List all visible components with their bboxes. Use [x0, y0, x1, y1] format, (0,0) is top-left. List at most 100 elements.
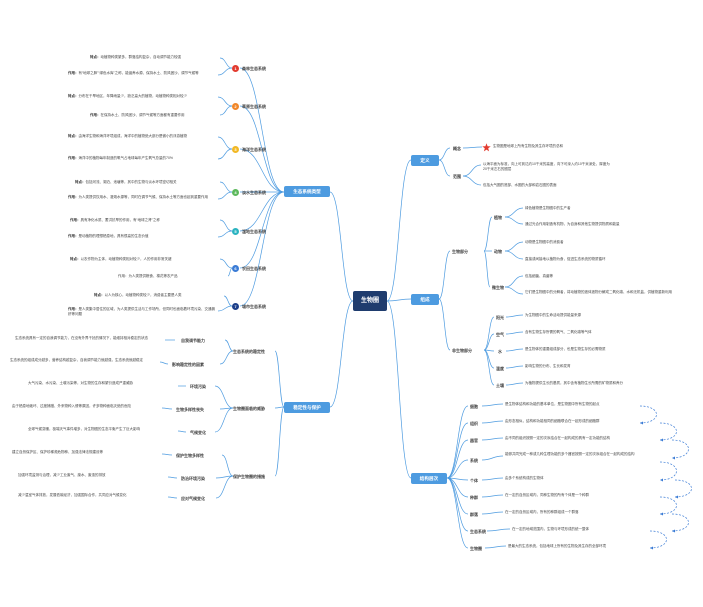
threats-title[interactable]: 生物圈面临的威胁: [233, 406, 265, 411]
abiotic-part-label[interactable]: 非生物部分: [452, 348, 472, 353]
connector-line: [217, 230, 233, 238]
hierarchy-arrow: [649, 530, 667, 549]
animals-label[interactable]: 动物: [494, 249, 502, 254]
branch-stability-protection[interactable]: 稳定性与保护: [284, 402, 330, 413]
level-organ-label[interactable]: 器官: [470, 438, 478, 443]
biodiversity-loss-label[interactable]: 生物多样性丧失: [176, 407, 204, 412]
feature-text: 特点：以农作物为主体，动植物种类相对较少，人的作用非常关键: [70, 257, 172, 261]
abiotic-text: 为植物提供生长的基质，其中含有植物生长所需的矿物质和养分: [525, 381, 623, 385]
level-organ-text: 由不同的组织按照一定的次序结合在一起构成的具有一定功能的结构: [505, 436, 610, 440]
level-biosphere-label[interactable]: 生物圈: [470, 546, 482, 551]
measures-title[interactable]: 保护生物圈的措施: [233, 474, 265, 479]
animals-item: 直接或间接地以植物为食，促进生态系统的物质循环: [525, 257, 606, 261]
branch-composition[interactable]: 组成: [411, 294, 439, 305]
abiotic-text: 是生物体的重要组成部分，也是生物生存的必需物质: [525, 347, 606, 351]
level-cell-label[interactable]: 细胞: [470, 404, 478, 409]
connector-line: [214, 385, 234, 409]
connector-line: [219, 105, 233, 116]
level-individual-label[interactable]: 个体: [470, 478, 478, 483]
microbes-label[interactable]: 微生物: [492, 285, 504, 290]
range-item: 以海平面为标准，向上可到达约10千米的高度，向下可深入约10千米深处，厚度为20…: [483, 162, 610, 171]
concept-label[interactable]: 概念: [453, 146, 461, 151]
abiotic-label[interactable]: 空气: [496, 332, 504, 337]
connector-line: [462, 164, 482, 177]
feature-text: 作用：具有净化水质、蓄洪抗旱的作用，有“地球之肾”之称: [70, 218, 160, 222]
connector-line: [481, 420, 504, 424]
connector-line: [481, 455, 504, 461]
abiotic-label[interactable]: 温度: [496, 366, 504, 371]
stability-title[interactable]: 生态系统的稳定性: [233, 349, 265, 354]
plants-label[interactable]: 植物: [494, 215, 502, 220]
connector-line: [462, 175, 482, 186]
number-badge: 3: [232, 146, 239, 153]
level-ecosystem-label[interactable]: 生态系统: [470, 529, 486, 534]
connector-line: [483, 333, 495, 351]
animals-item: 动物是生物圈中的消费者: [525, 240, 564, 244]
ecosystem-name[interactable]: 森林生态系统: [242, 66, 266, 71]
central-topic[interactable]: 生物圈: [353, 291, 387, 311]
number-badge: 1: [232, 65, 239, 72]
connector-line: [217, 67, 233, 76]
connector-line: [481, 477, 504, 481]
branch-definition[interactable]: 定义: [411, 155, 439, 166]
role-text: 作用：海洋中的植物每年制造的氧气占地球每年产生氧气总量的70%: [68, 156, 174, 160]
connector-line: [224, 339, 234, 352]
connector-line: [504, 216, 524, 225]
arrow-head: [675, 495, 678, 499]
connector-line: [274, 350, 285, 408]
protect-biodiversity-label[interactable]: 保护生物多样性: [176, 453, 204, 458]
pollution-control-label[interactable]: 防治环境污染: [181, 476, 205, 481]
connector-line: [217, 136, 233, 150]
connector-line: [274, 406, 285, 409]
climate-change-label[interactable]: 气候变化: [190, 430, 206, 435]
abiotic-label[interactable]: 阳光: [496, 315, 504, 320]
arrow-head: [660, 438, 663, 442]
ecosystem-name[interactable]: 草原生态系统: [242, 104, 266, 109]
level-system-text: 能够共同完成一种或几种生理功能的多个器官按照一定的次序组合在一起构成的结构: [505, 452, 635, 456]
climate-change-text: 全球气候变暖，极端天气事件增多，对生物圈的生态平衡产生了巨大影响: [28, 427, 140, 431]
connector-line: [446, 459, 469, 479]
arrow-head: [650, 546, 653, 550]
range-label[interactable]: 范围: [453, 174, 461, 179]
connector-line: [505, 382, 524, 386]
biotic-part-label[interactable]: 生物部分: [452, 249, 468, 254]
hierarchy-arrow: [639, 405, 657, 424]
climate-response-label[interactable]: 应对气候变化: [181, 496, 205, 501]
ecosystem-name[interactable]: 湿地生态系统: [242, 229, 266, 234]
stability-factors-label[interactable]: 影响稳定性的因素: [172, 362, 204, 367]
branch-ecosystem-types[interactable]: 生态系统类型: [284, 186, 330, 197]
level-system-label[interactable]: 系统: [470, 458, 478, 463]
ecosystem-name[interactable]: 农田生态系统: [242, 266, 266, 271]
abiotic-text: 为生物圈中的生命活动提供能量来源: [525, 313, 581, 317]
level-biosphere-text: 是最大的生态系统，包括地球上所有的生物及其生存的全部环境: [508, 544, 606, 548]
ecosystem-name[interactable]: 海洋生态系统: [242, 147, 266, 152]
ecosystem-name[interactable]: 淡水生态系统: [242, 190, 266, 195]
ecosystem-name[interactable]: 城市生态系统: [242, 304, 266, 309]
abiotic-label[interactable]: 水: [498, 349, 502, 354]
pollution-control-text: 加强环境监测与治理，减少工业废气、废水、废渣的排放: [18, 473, 106, 477]
connector-line: [161, 453, 173, 456]
connector-line: [274, 406, 285, 477]
connector-line: [505, 314, 524, 318]
connector-line: [161, 407, 173, 410]
connector-line: [438, 147, 451, 161]
feature-text: 特点：包括河流、湖泊、池塘等，其中的生物与淡水环境密切相关: [75, 180, 177, 184]
feature-text: 特点：分布在干旱地区，年降雨量少，缺乏高大的植物，动植物种类相对较少: [68, 94, 187, 98]
level-population-label[interactable]: 种群: [470, 495, 478, 500]
level-community-label[interactable]: 群落: [470, 512, 478, 517]
level-tissue-label[interactable]: 组织: [470, 421, 478, 426]
microbes-item: 包括细菌、真菌等: [525, 274, 553, 278]
pollution-label[interactable]: 环境污染: [190, 384, 206, 389]
connector-line: [505, 365, 524, 369]
connector-line: [446, 477, 469, 532]
branch-structure-levels[interactable]: 结构层次: [411, 473, 447, 484]
biodiversity-loss-text: 由于栖息地破坏、过度捕猎、外来物种入侵等原因，许多物种面临灭绝的危险: [12, 404, 131, 408]
connector-line: [329, 300, 354, 408]
hierarchy-arrow: [659, 496, 677, 515]
protect-biodiversity-text: 建立自然保护区、保护珍稀濒危物种、加强法律法规建设等: [12, 450, 103, 454]
self-regulation-label[interactable]: 自我调节能力: [181, 338, 205, 343]
connector-line: [219, 57, 233, 69]
abiotic-label[interactable]: 土壤: [496, 383, 504, 388]
connector-line: [167, 496, 178, 499]
